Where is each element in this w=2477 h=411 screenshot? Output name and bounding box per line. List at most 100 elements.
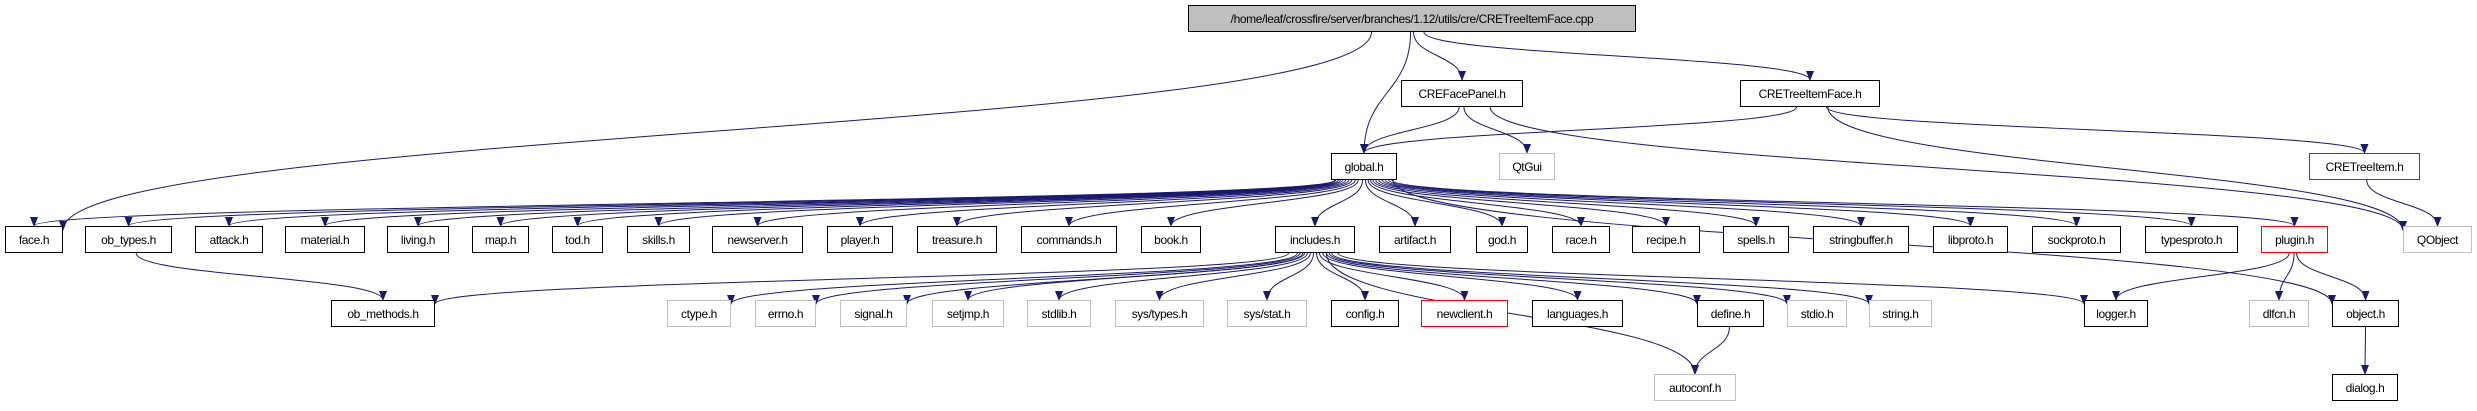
edge-crefacepanel-to-qtgui [1463,106,1531,154]
node-sockproto[interactable]: sockproto.h [2032,226,2121,253]
node-book[interactable]: book.h [1141,226,1201,253]
edge-global-to-player [856,179,1350,227]
edge-global-to-typesproto [1388,179,2196,227]
node-living[interactable]: living.h [387,226,449,253]
edge-cretreeitemface-to-global [1360,106,1798,154]
node-god[interactable]: god.h [1476,226,1528,253]
node-plugin[interactable]: plugin.h [2261,226,2328,253]
edge-includes-to-logger [1337,252,2088,305]
node-commands[interactable]: commands.h [1021,226,1117,253]
node-spells[interactable]: spells.h [1723,226,1789,253]
edge-global-to-recipe [1372,179,1670,227]
node-ob_methods[interactable]: ob_methods.h [331,300,435,327]
edge-global-to-stringbuffer [1378,179,1865,227]
edge-global-to-god [1367,179,1506,227]
edge-includes-to-string [1331,252,1873,305]
edge-global-to-map [496,179,1339,227]
node-stringbuffer[interactable]: stringbuffer.h [1813,226,1909,253]
edge-cretreeitem-to-qobject [2366,179,2442,227]
edge-global-to-treasure [953,179,1353,227]
edge-define-to-autoconf [1691,326,1730,375]
edge-global-to-material [321,179,1336,227]
node-cretreeitemface[interactable]: CRETreeItemFace.h [1740,80,1880,107]
node-logger[interactable]: logger.h [2084,300,2148,327]
edge-global-to-artifact [1365,179,1419,227]
node-root[interactable]: /home/leaf/crossfire/server/branches/1.1… [1188,5,1636,32]
node-dlfcn[interactable]: dlfcn.h [2249,300,2309,327]
node-treasure[interactable]: treasure.h [917,226,997,253]
edge-global-to-spells [1375,179,1760,227]
edge-root-to-crefacepanel [1413,31,1466,81]
node-setjmp[interactable]: setjmp.h [932,300,1004,327]
node-signal[interactable]: signal.h [840,300,907,327]
node-stdlib[interactable]: stdlib.h [1027,300,1091,327]
node-qobject[interactable]: QObject [2403,226,2472,253]
node-race[interactable]: race.h [1552,226,1610,253]
node-sysstat[interactable]: sys/stat.h [1227,300,1307,327]
node-tod[interactable]: tod.h [552,226,603,253]
edge-plugin-to-object [2296,252,2370,301]
node-skills[interactable]: skills.h [627,226,690,253]
node-string[interactable]: string.h [1869,300,1932,327]
edge-global-to-living [414,179,1337,227]
edge-includes-to-ob_methods [431,252,1290,305]
node-face[interactable]: face.h [5,226,63,253]
node-stdio[interactable]: stdio.h [1787,300,1847,327]
edge-plugin-to-logger [2112,252,2290,301]
node-dialog[interactable]: dialog.h [2332,374,2398,401]
edge-includes-to-newclient [1318,252,1469,301]
node-cretreeitem[interactable]: CRETreeItem.h [2309,153,2420,180]
node-define[interactable]: define.h [1697,300,1764,327]
node-libproto[interactable]: libproto.h [1933,226,2008,253]
node-artifact[interactable]: artifact.h [1379,226,1451,253]
edge-global-to-attack [225,179,1336,227]
node-attack[interactable]: attack.h [195,226,263,253]
node-crefacepanel[interactable]: CREFacePanel.h [1401,80,1523,107]
edge-global-to-skills [654,179,1344,227]
edge-global-to-includes [1311,179,1364,227]
node-newclient[interactable]: newclient.h [1421,300,1508,327]
node-object[interactable]: object.h [2332,300,2399,327]
edge-includes-to-systypes [1155,252,1311,301]
edge-global-to-tod [573,179,1341,227]
edge-root-to-cretreeitemface [1423,31,1814,81]
edge-global-to-commands [1065,179,1356,227]
node-autoconf[interactable]: autoconf.h [1654,374,1736,401]
node-errno[interactable]: errno.h [755,300,816,327]
edge-includes-to-setjmp [964,252,1306,301]
node-includes[interactable]: includes.h [1275,226,1355,253]
node-map[interactable]: map.h [472,226,529,253]
edge-ob_types-to-ob_methods [135,252,387,301]
edge-includes-to-config [1316,252,1369,301]
edge-plugin-to-dlfcn [2275,252,2295,301]
edge-global-to-sockproto [1384,179,2081,227]
edge-crefacepanel-to-qobject [1489,106,2407,231]
edge-includes-to-define [1325,252,1701,305]
node-recipe[interactable]: recipe.h [1632,226,1700,253]
edge-global-to-newserver [753,179,1347,227]
edge-cretreeitemface-to-cretreeitem [1826,106,2369,154]
node-newserver[interactable]: newserver.h [712,226,803,253]
node-global[interactable]: global.h [1331,153,1397,180]
node-systypes[interactable]: sys/types.h [1115,300,1204,327]
node-material[interactable]: material.h [285,226,365,253]
node-config[interactable]: config.h [1331,300,1399,327]
node-qtgui[interactable]: QtGui [1499,153,1555,180]
edge-includes-to-ctype [727,252,1298,305]
node-ob_types[interactable]: ob_types.h [85,226,172,253]
edge-includes-to-languages [1322,252,1582,301]
node-player[interactable]: player.h [827,226,893,253]
edge-includes-to-autoconf [1325,252,1699,375]
edge-includes-to-stdio [1328,252,1791,305]
edge-global-to-book [1167,179,1359,227]
edge-root-to-global [1360,31,1412,154]
edge-root-to-face [59,31,1373,231]
node-typesproto[interactable]: typesproto.h [2145,226,2238,253]
node-ctype[interactable]: ctype.h [667,300,731,327]
edge-global-to-plugin [1391,179,2299,227]
node-languages[interactable]: languages.h [1532,300,1623,327]
edge-cretreeitemface-to-qobject [1827,106,2407,231]
edge-global-to-race [1370,179,1585,227]
